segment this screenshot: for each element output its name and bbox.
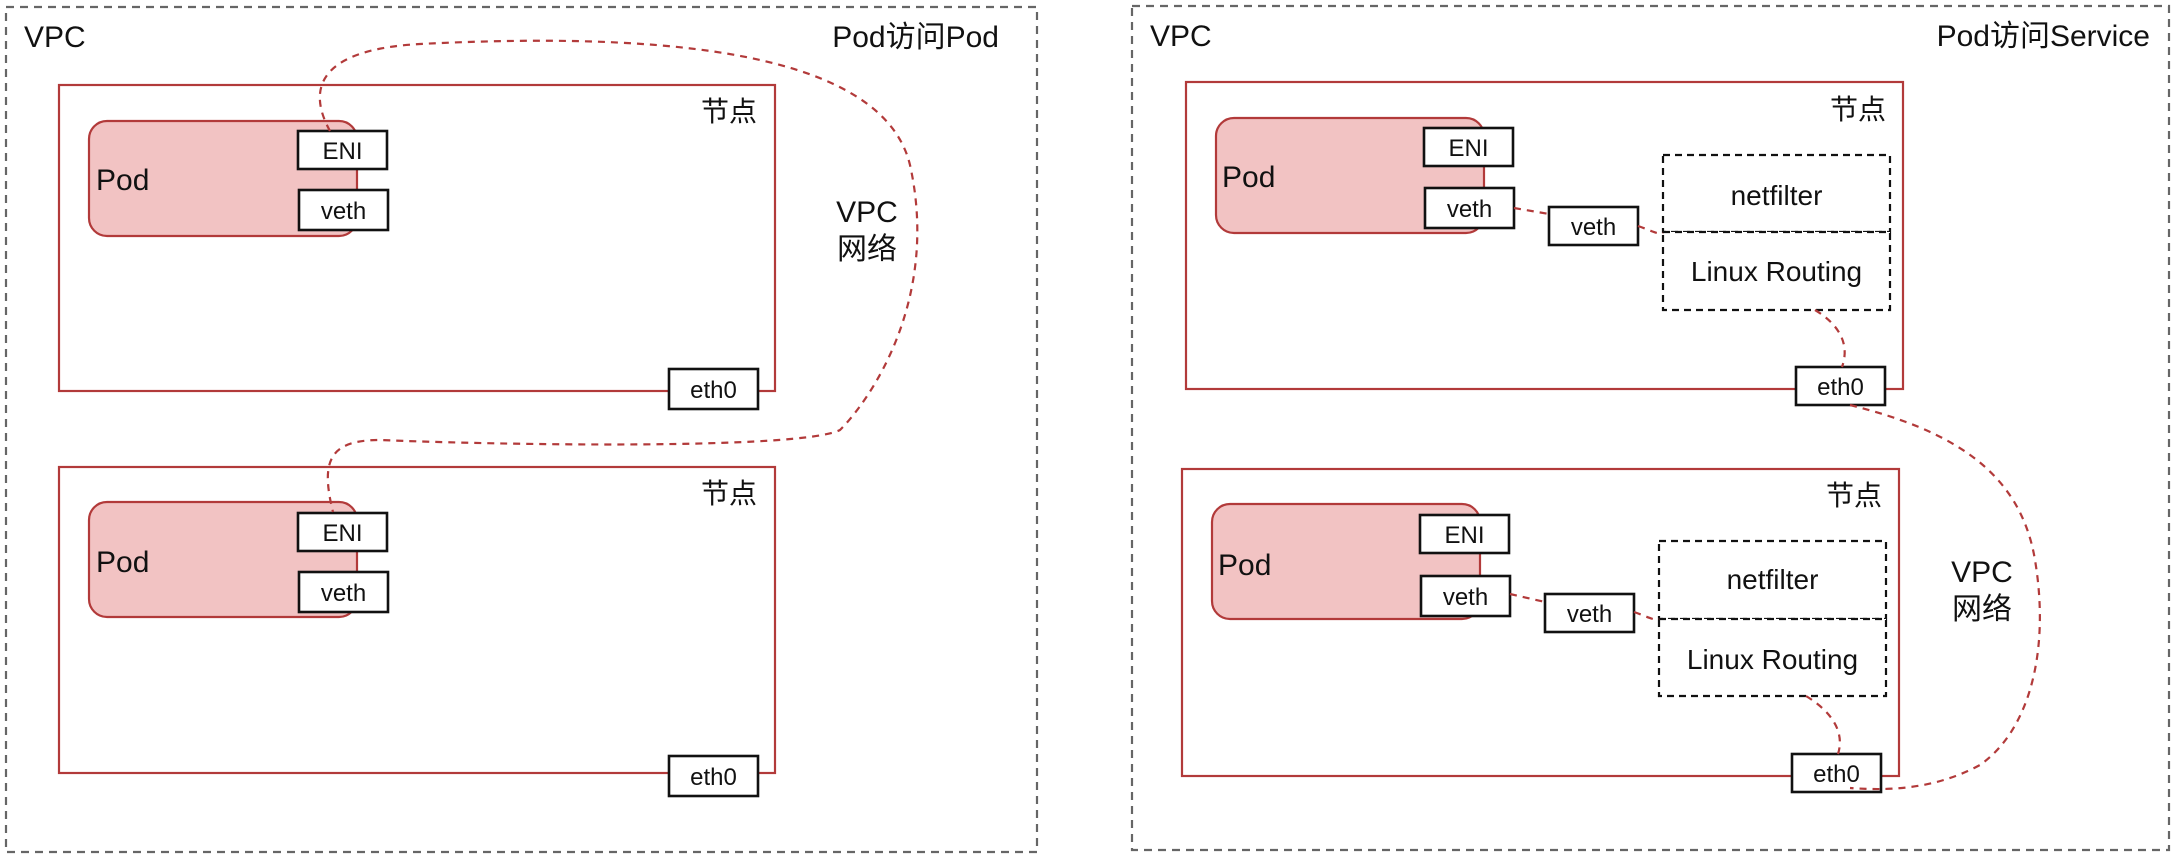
eni-label: ENI [322,520,362,547]
veth-label: veth [1447,196,1492,223]
node-left-1: 节点 Pod ENI veth eth0 [57,83,777,411]
vpc-network-label-line2: 网络 [837,233,897,266]
vpc-label-left: VPC [24,21,86,54]
veth-box [1419,574,1512,618]
eni-label: ENI [1448,135,1488,162]
eth0-label: eth0 [1817,374,1864,401]
node-box [57,83,777,393]
host-veth-label: veth [1567,601,1612,628]
eth0-box [667,754,760,798]
route-veth-to-host-veth [1509,592,1546,604]
vpc-label-right: VPC [1150,20,1212,53]
route-routing-to-eth0 [1805,695,1841,755]
vpc-network-label-line1: VPC [836,196,898,229]
eth0-label: eth0 [690,377,737,404]
right-panel: VPC Pod访问Service 节点 Pod ENI veth veth ne… [1130,4,2171,852]
panel-title-right: Pod访问Service [1937,20,2150,53]
veth-box [1423,186,1516,230]
linux-routing-label: Linux Routing [1687,644,1858,675]
route-routing-to-eth0 [1814,309,1846,368]
veth-box [297,570,390,614]
vpc-route-pod-to-pod [318,39,919,513]
node-label: 节点 [701,478,757,509]
veth-box [297,188,390,232]
veth-label: veth [321,580,366,607]
eni-label: ENI [322,138,362,165]
left-panel: VPC Pod访问Pod 节点 Pod ENI veth eth0 节点 Pod… [4,5,1039,854]
pod-box [87,119,359,238]
pod-label: Pod [96,546,149,579]
netfilter-label: netfilter [1727,564,1819,595]
linux-routing-box [1661,230,1892,312]
route-veth-to-host-veth [1513,206,1550,216]
eth0-label: eth0 [1813,761,1860,788]
pod-label: Pod [1222,161,1275,194]
host-veth-box [1543,592,1636,634]
host-veth-box [1547,205,1640,247]
route-host-veth-to-netfilter [1633,610,1660,621]
node-right-2: 节点 Pod ENI veth veth netfilter Linux Rou… [1180,467,1901,794]
eth0-box [1794,365,1887,407]
vpc-network-label-line1: VPC [1951,556,2013,589]
pod-box [87,500,359,619]
route-host-veth-to-netfilter [1637,224,1664,235]
eni-label: ENI [1444,522,1484,549]
host-veth-label: veth [1571,214,1616,241]
eni-box [1422,126,1515,168]
pod-box [1210,502,1482,621]
vpc-network-label-line2: 网络 [1952,593,2012,626]
node-label: 节点 [1830,94,1886,125]
vpc-boundary-right [1130,4,2171,852]
eth0-label: eth0 [690,764,737,791]
node-box [1180,467,1901,778]
node-box [57,465,777,775]
netfilter-box [1657,539,1888,621]
pod-label: Pod [1218,549,1271,582]
netfilter-label: netfilter [1731,180,1823,211]
linux-routing-box [1657,617,1888,698]
eni-box [296,129,389,171]
linux-routing-label: Linux Routing [1691,256,1862,287]
netfilter-box [1661,153,1892,234]
eth0-box [1790,752,1883,794]
node-box [1184,80,1905,391]
pod-box [1214,116,1486,235]
vpc-route-node-to-node [1849,403,2041,791]
pod-label: Pod [96,164,149,197]
node-right-1: 节点 Pod ENI veth veth netfilter Linux Rou… [1184,80,1905,407]
node-left-2: 节点 Pod ENI veth eth0 [57,465,777,798]
panel-title-left: Pod访问Pod [832,21,999,54]
eth0-box [667,367,760,411]
eni-box [296,511,389,553]
node-label: 节点 [1826,480,1882,511]
eni-box [1418,513,1511,555]
node-label: 节点 [701,96,757,127]
veth-label: veth [1443,584,1488,611]
veth-label: veth [321,198,366,225]
